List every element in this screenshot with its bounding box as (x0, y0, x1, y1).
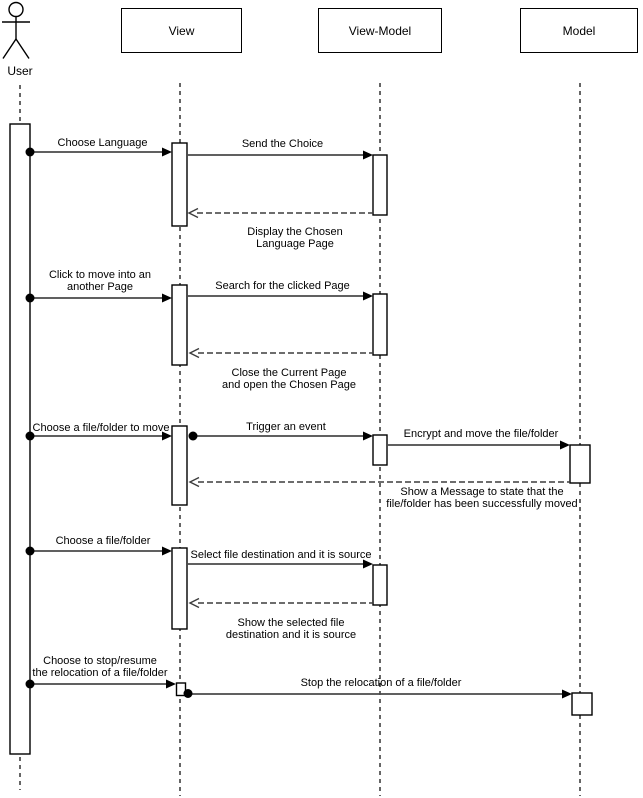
label-line: and open the Chosen Page (222, 379, 356, 391)
label-line: Language Page (256, 238, 334, 250)
label-line: Encrypt and move the file/folder (403, 428, 559, 440)
participant-label-view-model: View-Model (348, 23, 412, 38)
label-line: Trigger an event (246, 421, 326, 433)
return-arrowhead-display-chosen (187, 207, 199, 219)
message-label-show-selected-file-destination: Show the selected file destination and i… (211, 617, 371, 641)
label-line: Show a Message to state that the (400, 486, 564, 498)
label-line: Close the Current Page (231, 367, 347, 379)
label-line: the relocation of a file/folder (32, 667, 168, 679)
arrowhead-encrypt-and-move (560, 440, 570, 450)
participant-label-model: Model (562, 23, 596, 38)
message-label-choose-a-file-folder: Choose a file/folder (38, 535, 168, 547)
label-line: another Page (66, 281, 134, 293)
message-origin-dot-5 (25, 546, 35, 556)
activation-viewmodel-1 (372, 154, 388, 216)
label-line: file/folder has been successfully moved (386, 498, 578, 510)
message-label-encrypt-and-move-the-file-folder: Encrypt and move the file/folder (391, 428, 571, 440)
arrowhead-click-to-move (162, 293, 172, 303)
return-arrowhead-close-current (188, 347, 200, 359)
message-label-show-message-successfully-moved: Show a Message to state that the file/fo… (382, 486, 582, 510)
activation-viewmodel-2 (372, 293, 388, 356)
label-line: Send the Choice (241, 138, 324, 150)
message-label-choose-language: Choose Language (40, 137, 165, 149)
message-origin-dot-3 (25, 431, 35, 441)
arrowhead-choose-language (162, 147, 172, 157)
message-label-click-to-move-into-another-page: Click to move into an another Page (35, 269, 165, 293)
label-line: Click to move into an (48, 269, 152, 281)
message-origin-dot-6 (25, 679, 35, 689)
activation-view-5 (175, 682, 187, 697)
message-label-choose-a-file-folder-to-move: Choose a file/folder to move (26, 422, 176, 434)
arrowhead-select-destination (363, 559, 373, 569)
arrowhead-stop-relocation (562, 689, 572, 699)
arrowhead-choose-a-file-folder (162, 546, 172, 556)
participant-label-view: View (168, 23, 195, 38)
label-line: Choose to stop/resume (43, 655, 157, 667)
message-label-display-chosen-language-page: Display the Chosen Language Page (220, 226, 370, 250)
message-origin-dot-4 (188, 431, 198, 441)
arrowhead-send-the-choice (363, 150, 373, 160)
activation-viewmodel-4 (372, 564, 388, 606)
participant-box-model: Model (520, 8, 638, 53)
label-line: Select file destination and it is source (190, 549, 372, 561)
message-label-send-the-choice: Send the Choice (200, 138, 365, 150)
message-label-choose-to-stop-resume-relocation: Choose to stop/resume the relocation of … (22, 655, 178, 679)
label-line: Choose a file/folder to move (32, 422, 170, 434)
label-line: destination and it is source (225, 629, 357, 641)
label-line: Choose Language (57, 137, 148, 149)
label-line: Display the Chosen (247, 226, 343, 238)
message-label-close-current-open-chosen-page: Close the Current Page and open the Chos… (209, 367, 369, 391)
label-line: Show the selected file (237, 617, 345, 629)
participant-box-view-model: View-Model (318, 8, 442, 53)
arrowhead-search-clicked-page (363, 291, 373, 301)
activation-viewmodel-3 (372, 434, 388, 466)
message-label-trigger-an-event: Trigger an event (226, 421, 346, 433)
actor-label-user: User (7, 64, 33, 78)
label-line: Choose a file/folder (55, 535, 151, 547)
message-origin-dot-1 (25, 147, 35, 157)
activation-model-1 (569, 444, 591, 484)
message-origin-dot-7 (183, 689, 193, 698)
arrowhead-trigger-an-event (363, 431, 373, 441)
activation-view-1 (171, 142, 188, 227)
activation-model-2 (571, 692, 593, 716)
label-line: Stop the relocation of a file/folder (300, 677, 462, 689)
return-arrowhead-show-selected (188, 597, 200, 609)
message-label-search-for-the-clicked-page: Search for the clicked Page (195, 280, 370, 292)
participant-box-view: View (121, 8, 242, 53)
activation-view-4 (171, 547, 188, 630)
label-line: Search for the clicked Page (215, 280, 350, 292)
user-actor-icon (2, 1, 30, 59)
arrowhead-choose-stop-resume (166, 679, 176, 689)
message-label-select-file-destination-and-source: Select file destination and it is source (181, 549, 381, 561)
message-label-stop-the-relocation-of-file-folder: Stop the relocation of a file/folder (286, 677, 476, 689)
message-origin-dot-2 (25, 293, 35, 303)
activation-view-2 (171, 284, 188, 366)
arrowhead-choose-file-to-move (162, 431, 172, 441)
activation-view-3 (171, 425, 188, 506)
return-arrowhead-show-message (188, 476, 200, 488)
